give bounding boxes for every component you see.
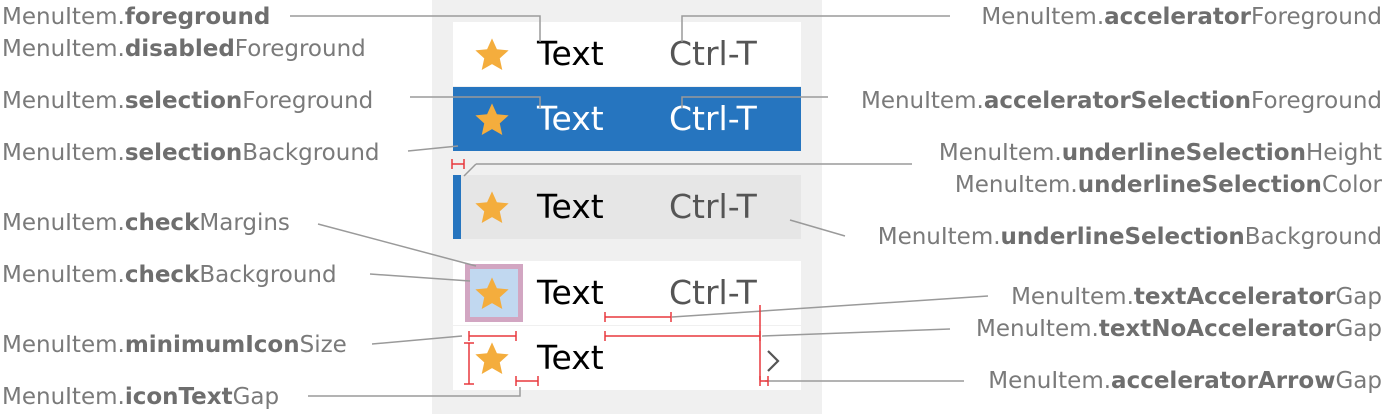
menu-item-underline-selected[interactable]: Text Ctrl-T: [453, 175, 801, 239]
label-check-background: MenuItem.checkBackground: [2, 262, 337, 288]
chevron-right-icon: [767, 350, 780, 372]
label-selection-foreground: MenuItem.selectionForeground: [2, 88, 374, 114]
menu-item-normal[interactable]: Text Ctrl-T: [453, 22, 801, 86]
label-accelerator-selection-foreground: MenuItem.acceleratorSelectionForeground: [860, 88, 1382, 114]
menu-item-accelerator: Ctrl-T: [669, 187, 757, 226]
label-text-accelerator-gap: MenuItem.textAcceleratorGap: [1011, 284, 1382, 310]
menu-item-text: Text: [537, 338, 604, 377]
underline-selection-bar: [453, 175, 461, 239]
menu-item-accelerator: Ctrl-T: [669, 273, 757, 312]
menu-item-text: Text: [537, 34, 604, 73]
label-accelerator-arrow-gap: MenuItem.acceleratorArrowGap: [988, 368, 1382, 394]
star-icon: [475, 103, 509, 136]
label-accelerator-foreground: MenuItem.acceleratorForeground: [981, 4, 1382, 30]
label-disabled-foreground: MenuItem.disabledForeground: [2, 36, 366, 62]
label-underline-selection-background: MenuItem.underlineSelectionBackground: [877, 224, 1382, 250]
label-foreground: MenuItem.foreground: [2, 4, 271, 30]
label-check-margins: MenuItem.checkMargins: [2, 210, 290, 236]
star-icon: [475, 277, 509, 310]
star-icon: [475, 191, 509, 224]
menu-item-selected[interactable]: Text Ctrl-T: [453, 87, 801, 151]
label-underline-selection-color: MenuItem.underlineSelectionColor: [954, 172, 1382, 198]
label-text-no-accelerator-gap: MenuItem.textNoAcceleratorGap: [976, 316, 1382, 342]
star-icon: [475, 38, 509, 71]
menu-item-accelerator: Ctrl-T: [669, 34, 757, 73]
menu-item-submenu[interactable]: Text: [453, 326, 801, 390]
label-underline-selection-height: MenuItem.underlineSelectionHeight: [938, 140, 1382, 166]
menu-item-text: Text: [537, 187, 604, 226]
menu-item-text: Text: [537, 99, 604, 138]
star-icon: [475, 342, 509, 375]
label-selection-background: MenuItem.selectionBackground: [2, 140, 380, 166]
label-minimum-icon-size: MenuItem.minimumIconSize: [2, 332, 347, 358]
menu-item-accelerator: Ctrl-T: [669, 99, 757, 138]
menu-item-text: Text: [537, 273, 604, 312]
menu-item-checked[interactable]: Text Ctrl-T: [453, 261, 801, 325]
label-icon-text-gap: MenuItem.iconTextGap: [2, 384, 280, 410]
